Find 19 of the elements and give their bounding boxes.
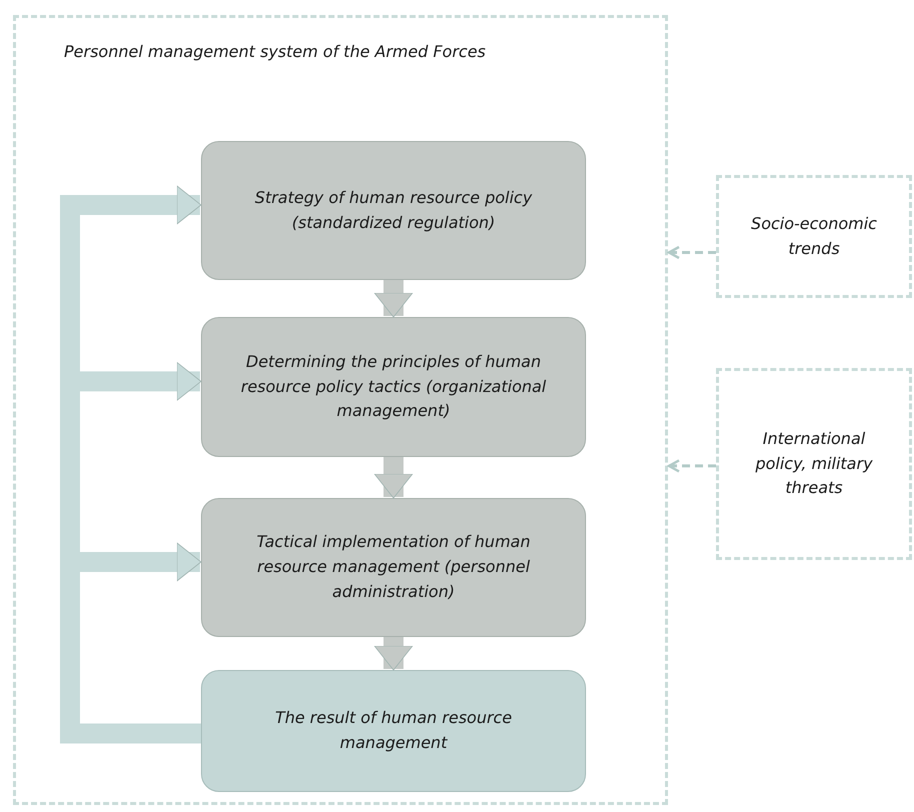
block-arrow [374,457,413,498]
dashed-arrow [668,246,716,260]
box-text: Tactical implementation of human resource management (personnel administration) [256,531,532,603]
process-box [201,498,586,637]
factor-box [716,175,912,298]
box-text: The result of human resource management [274,707,513,754]
process-box [201,141,586,280]
block-arrow [374,280,413,318]
result-box [201,670,586,792]
dashed-arrow [668,459,716,473]
system-frame [13,15,668,805]
block-arrow [374,637,413,670]
factor-box [716,368,912,560]
frame-title: Personnel management system of the Armed Forces [64,41,486,63]
process-box [201,317,586,457]
box-text: Strategy of human resource policy (standardized regulation) [254,186,534,234]
box-text: Determining the principles of human resource policy tactics (organizational management) [240,350,547,422]
box-text: International policy, military threats [754,428,874,500]
box-text: Socio-economic trends [750,212,878,260]
